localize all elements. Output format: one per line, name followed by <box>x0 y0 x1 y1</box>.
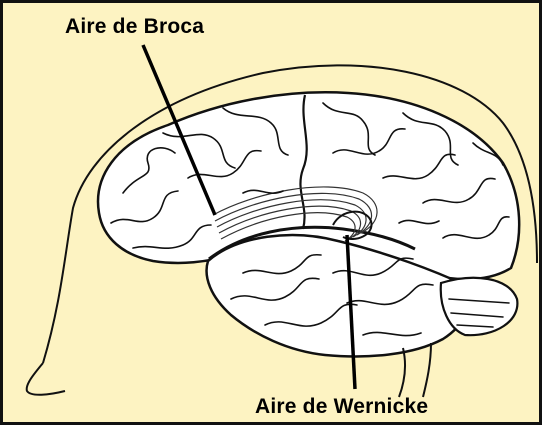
brain-illustration <box>3 3 539 422</box>
brain-stem <box>399 343 431 397</box>
face-outline <box>27 363 65 395</box>
wernicke-area-label: Aire de Wernicke <box>255 395 428 419</box>
broca-area-label: Aire de Broca <box>65 15 204 39</box>
